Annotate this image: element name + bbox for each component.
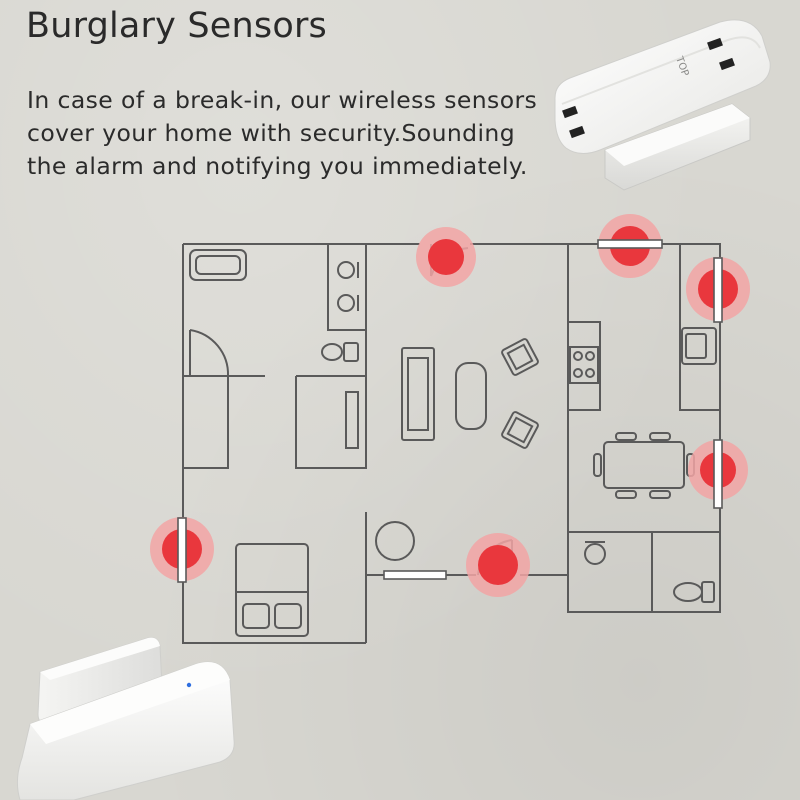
led-indicator (186, 682, 192, 688)
floor-plan-furniture (189, 244, 717, 637)
floor-plan-walls (182, 243, 721, 644)
sensor-marker-front-door (416, 227, 476, 287)
sensor-alerts (150, 214, 750, 597)
sensor-marker-top-window (597, 214, 663, 278)
sensor-marker-dining-window (688, 439, 748, 509)
tagline: In case of a break-in, our wireless sens… (27, 86, 538, 180)
sensor-marker-hall-door (466, 533, 530, 597)
headline: Burglary Sensors (26, 6, 327, 46)
sensor-marker-bedroom-window (150, 517, 214, 583)
sensor-marker-kitchen-window (686, 257, 750, 323)
